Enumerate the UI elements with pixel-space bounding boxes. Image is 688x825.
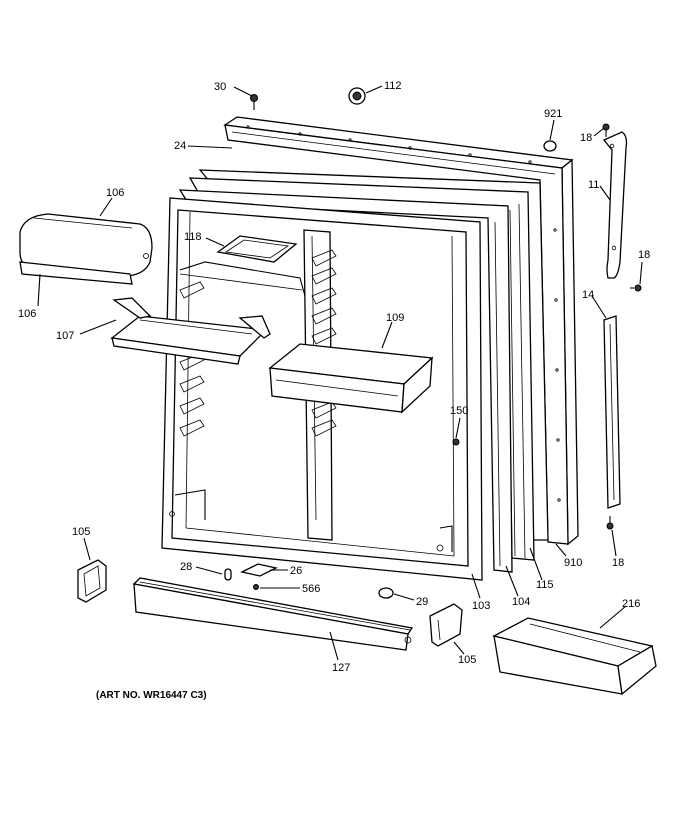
callout-24: 24 [174,140,186,152]
plug-112 [348,87,366,105]
art-number-caption: (ART NO. WR16447 C3) [96,690,207,701]
bracket-105-right [429,603,463,647]
callout-105-right: 105 [458,654,476,666]
bracket-105-left [77,559,107,603]
callout-30: 30 [214,81,226,93]
shelf-107 [110,297,271,365]
dairy-door-118 [216,235,298,263]
callout-26: 26 [290,565,302,577]
callout-127: 127 [332,662,350,674]
spacer-28 [224,568,232,581]
callout-107: 107 [56,330,74,342]
shelf-rail-127 [132,577,414,651]
callout-106-top: 106 [106,187,124,199]
callout-921: 921 [544,108,562,120]
callout-labels: 30 112 921 18 24 11 106 118 18 14 106 10… [18,80,650,674]
leader-lines [37,85,643,661]
callout-112: 112 [384,80,402,92]
callout-11: 11 [588,179,599,191]
callout-150: 150 [450,405,468,417]
callout-106-bottom: 106 [18,308,36,320]
hinge-11 [602,131,628,279]
callout-18-mid: 18 [638,249,650,261]
callout-115: 115 [536,579,554,591]
callout-103: 103 [472,600,490,612]
screw-150 [452,438,460,446]
callout-118: 118 [184,231,202,243]
shelf-bin-109 [268,343,434,414]
callout-14: 14 [582,289,594,301]
bracket-26 [240,563,278,577]
callout-18-bottom: 18 [612,557,624,569]
plug-921 [543,140,557,152]
screw-566 [253,584,259,590]
outer-door-910 [223,116,579,546]
dairy-compartment-106 [19,213,153,285]
screw-18-mid [630,284,642,292]
callout-18-top: 18 [580,132,592,144]
hinge-cover-14 [603,315,621,509]
callout-28: 28 [180,561,192,573]
callout-216: 216 [622,598,640,610]
bin-216 [492,617,657,696]
callout-29: 29 [416,596,428,608]
callout-104: 104 [512,596,530,608]
screw-18-bottom [606,516,614,530]
callout-105-left: 105 [72,526,90,538]
screw-18-top [602,123,610,137]
cap-29 [378,587,394,599]
callout-910: 910 [564,557,582,569]
callout-566: 566 [302,583,320,595]
callout-109: 109 [386,312,404,324]
screw-30 [250,94,258,110]
